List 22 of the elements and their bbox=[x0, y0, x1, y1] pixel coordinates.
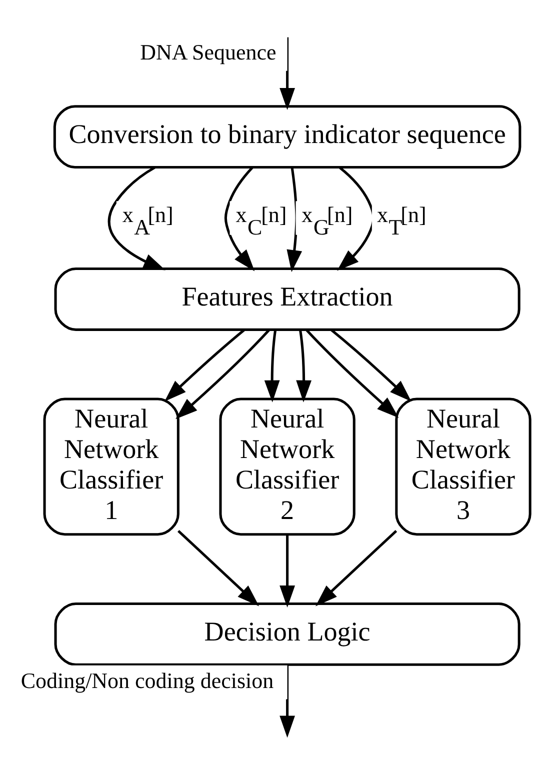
node-box: Neural Network Classifier 1 bbox=[43, 398, 180, 536]
node-box: Neural Network Classifier 3 bbox=[395, 398, 532, 536]
arrow bbox=[108, 166, 166, 270]
arrow bbox=[264, 330, 280, 402]
arrow bbox=[224, 166, 255, 272]
arrow bbox=[176, 329, 270, 420]
node-box: Conversion to binary indicator sequence bbox=[53, 105, 522, 169]
arrow bbox=[296, 330, 312, 402]
edge-label: DNA Sequence bbox=[140, 40, 276, 65]
arrow bbox=[280, 37, 296, 110]
arrow bbox=[286, 168, 302, 272]
arrow bbox=[330, 328, 412, 402]
arrow bbox=[178, 530, 260, 606]
arrow bbox=[280, 534, 296, 608]
node-box: Decision Logic bbox=[54, 602, 520, 666]
arrow bbox=[316, 530, 398, 606]
arrow bbox=[164, 328, 246, 402]
node-box: Neural Network Classifier 2 bbox=[219, 398, 356, 536]
arrow bbox=[280, 664, 296, 738]
node-box: Features Extraction bbox=[54, 268, 520, 331]
arrow bbox=[306, 329, 399, 418]
edge-label: Coding/Non coding decision bbox=[20, 668, 274, 694]
